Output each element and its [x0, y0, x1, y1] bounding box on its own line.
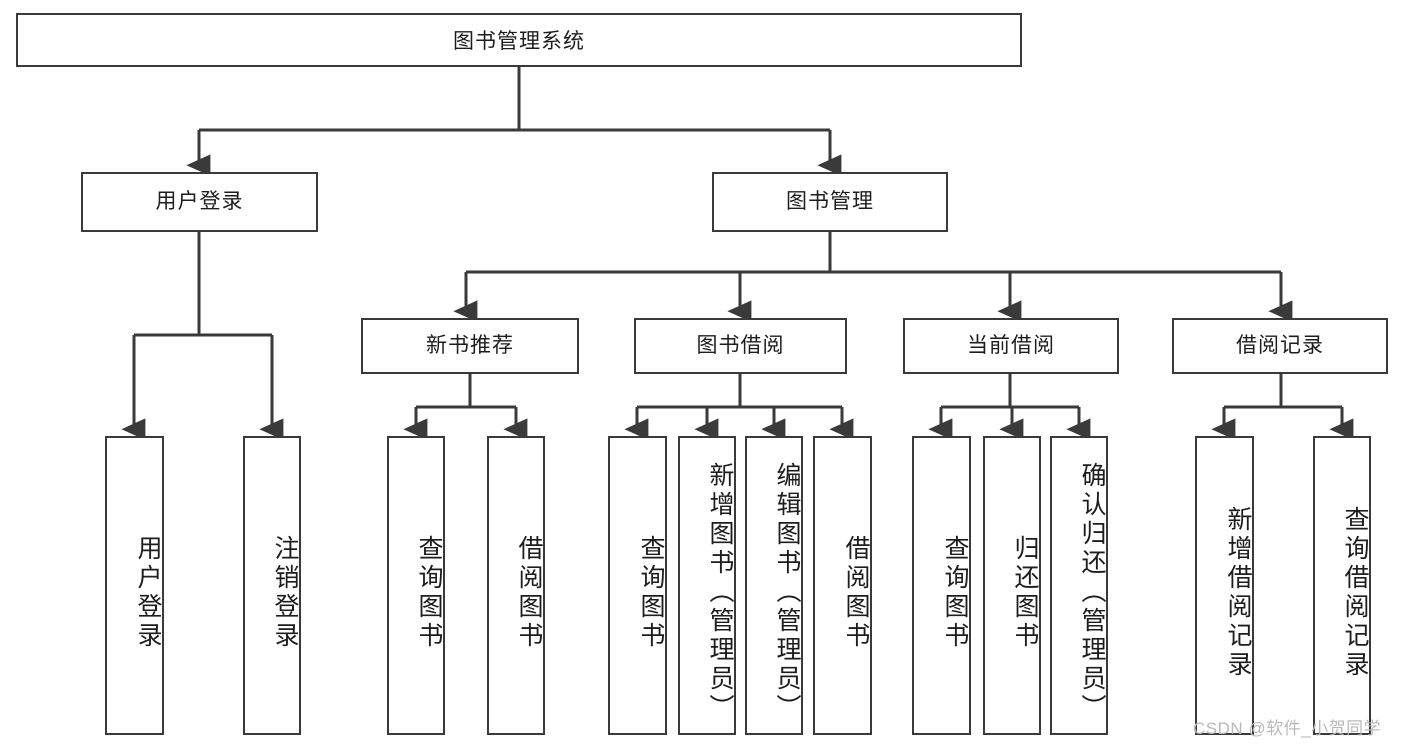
node-leaf-add-borrow-record[interactable]: 新增借阅记录 [1195, 436, 1254, 735]
node-leaf-add-book-admin-label: 新增图书（管理员） [706, 462, 734, 723]
node-leaf-borrow-book-new-label: 借阅图书 [515, 534, 543, 651]
node-new-book-recommend[interactable]: 新书推荐 [361, 318, 579, 374]
node-book-borrow[interactable]: 图书借阅 [634, 318, 847, 374]
node-borrow-record[interactable]: 借阅记录 [1172, 318, 1388, 374]
node-leaf-user-login-label: 用户登录 [134, 534, 162, 651]
node-leaf-return-book[interactable]: 归还图书 [983, 436, 1041, 735]
csdn-watermark: CSDN @软件_小贺同学 [1193, 714, 1381, 739]
node-leaf-query-borrow-record-label: 查询借阅记录 [1341, 505, 1369, 680]
node-leaf-borrow-book-label: 借阅图书 [842, 534, 870, 651]
node-leaf-return-book-label: 归还图书 [1011, 534, 1039, 651]
node-leaf-query-book-new-label: 查询图书 [415, 534, 443, 651]
node-leaf-query-book-new[interactable]: 查询图书 [387, 436, 445, 735]
node-book-borrow-label: 图书借阅 [696, 334, 785, 358]
node-current-borrow-label: 当前借阅 [967, 334, 1055, 358]
node-leaf-confirm-return-admin[interactable]: 确认归还（管理员） [1050, 436, 1108, 735]
node-leaf-edit-book-admin-label: 编辑图书（管理员） [773, 462, 801, 723]
node-leaf-confirm-return-admin-label: 确认归还（管理员） [1078, 462, 1106, 723]
node-new-book-recommend-label: 新书推荐 [426, 334, 514, 358]
node-root-label: 图书管理系统 [453, 30, 585, 53]
node-user-login-label: 用户登录 [155, 190, 244, 214]
node-leaf-user-login[interactable]: 用户登录 [105, 436, 164, 735]
node-book-manage[interactable]: 图书管理 [712, 172, 948, 232]
node-book-manage-label: 图书管理 [786, 190, 874, 214]
node-leaf-borrow-book-new[interactable]: 借阅图书 [487, 436, 545, 735]
node-leaf-query-book-borrow-label: 查询图书 [637, 534, 665, 651]
node-root[interactable]: 图书管理系统 [16, 13, 1022, 67]
node-user-login[interactable]: 用户登录 [81, 172, 318, 232]
node-leaf-query-borrow-record[interactable]: 查询借阅记录 [1313, 436, 1371, 735]
node-leaf-query-book-current-label: 查询图书 [941, 534, 969, 651]
node-borrow-record-label: 借阅记录 [1236, 334, 1324, 358]
node-leaf-logout-label: 注销登录 [271, 534, 299, 651]
node-leaf-add-borrow-record-label: 新增借阅记录 [1224, 505, 1252, 680]
node-leaf-query-book-current[interactable]: 查询图书 [912, 436, 971, 735]
node-current-borrow[interactable]: 当前借阅 [903, 318, 1119, 374]
node-leaf-query-book-borrow[interactable]: 查询图书 [608, 436, 667, 735]
node-leaf-borrow-book[interactable]: 借阅图书 [813, 436, 872, 735]
node-leaf-add-book-admin[interactable]: 新增图书（管理员） [678, 436, 736, 735]
csdn-watermark-text: CSDN @软件_小贺同学 [1193, 719, 1382, 738]
node-leaf-logout[interactable]: 注销登录 [243, 436, 301, 735]
node-leaf-edit-book-admin[interactable]: 编辑图书（管理员） [745, 436, 803, 735]
